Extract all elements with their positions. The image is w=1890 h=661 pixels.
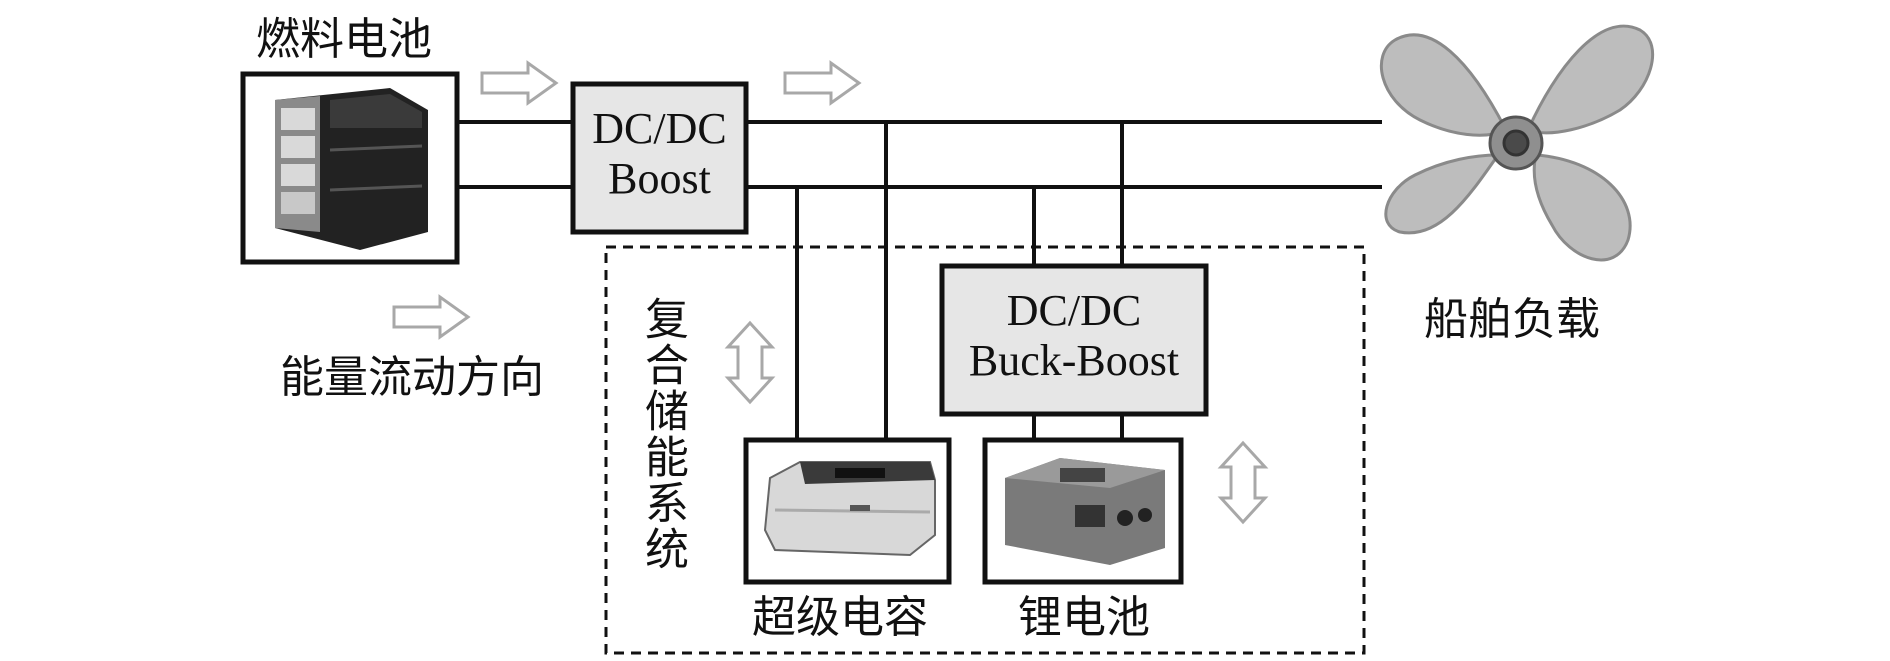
flow-arrow-bus: [783, 60, 862, 106]
fuel-cell-label: 燃料电池: [256, 14, 432, 65]
ship-load-label: 船舶负载: [1424, 294, 1600, 345]
energy-flow-legend-label: 能量流动方向: [280, 352, 544, 403]
propeller-image: [1379, 24, 1655, 262]
dcdc-buckboost-line1: DC/DC: [1006, 286, 1142, 335]
dcdc-boost-box: [570, 81, 749, 235]
hybrid-storage-boundary: [604, 245, 1366, 655]
dcdc-boost-line2: Boost: [608, 154, 711, 203]
bidirectional-arrow-supercap: [724, 320, 776, 405]
dcdc-buckboost-box: [939, 263, 1209, 417]
legend-arrow-icon: [392, 294, 471, 340]
lithium-battery-image: [1005, 458, 1165, 565]
bidirectional-arrow-battery: [1217, 440, 1269, 525]
dcdc-boost-label: DC/DC Boost: [573, 104, 746, 204]
dcdc-buckboost-line2: Buck-Boost: [968, 336, 1180, 385]
lithium-battery-label: 锂电池: [1018, 592, 1150, 643]
dcdc-buckboost-label: DC/DC Buck-Boost: [942, 286, 1206, 386]
fuel-cell-image: [275, 88, 428, 250]
flow-arrow-fc: [480, 60, 559, 106]
supercapacitor-label: 超级电容: [752, 592, 928, 643]
dcdc-boost-line1: DC/DC: [592, 104, 727, 153]
supercapacitor-image: [763, 461, 936, 557]
hybrid-storage-label: 复合储能系统: [637, 296, 688, 572]
